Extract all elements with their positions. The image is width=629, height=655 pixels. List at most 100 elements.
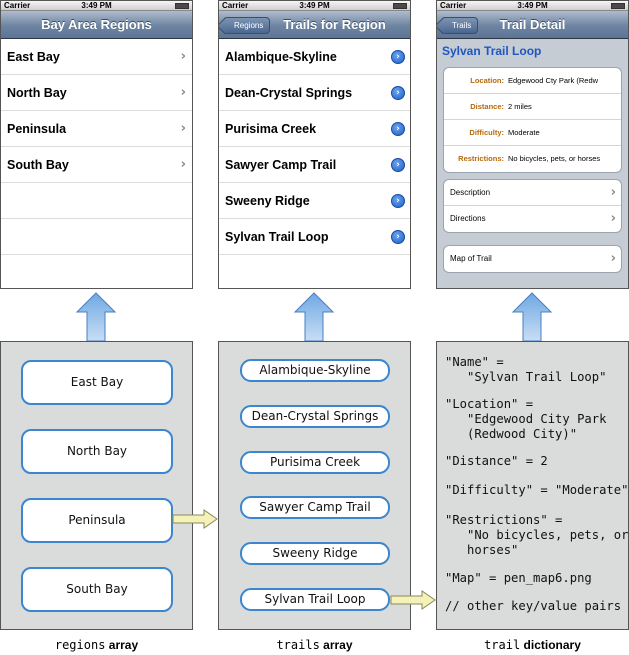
disclosure-button-icon[interactable]: › <box>391 194 405 208</box>
right-arrow-icon <box>390 590 436 610</box>
dictionary-line: "Location" = <box>445 397 534 411</box>
clock: 3:49 PM <box>299 1 330 10</box>
row-label: Sawyer Camp Trail <box>225 158 337 172</box>
trail-item: Sylvan Trail Loop <box>240 588 390 611</box>
trails-screen: Carrier 3:49 PM Regions Trails for Regio… <box>218 0 411 289</box>
row-label: Sweeny Ridge <box>225 194 310 208</box>
up-arrow-icon <box>512 292 552 342</box>
status-bar: Carrier 3:49 PM <box>1 1 192 11</box>
up-arrow-icon <box>76 292 116 342</box>
row-label: North Bay <box>7 86 67 100</box>
disclosure-button-icon[interactable]: › <box>391 122 405 136</box>
empty-row <box>219 255 410 288</box>
regions-array-panel: East Bay North Bay Peninsula South Bay <box>0 341 193 630</box>
trail-row[interactable]: Sawyer Camp Trail › <box>219 147 410 183</box>
dictionary-line: "Edgewood City Park <box>445 412 607 426</box>
row-label: Directions <box>450 214 486 223</box>
caption-trail-dictionary: trail dictionary <box>436 638 629 652</box>
battery-icon <box>611 3 625 9</box>
row-label: Dean-Crystal Springs <box>225 86 353 100</box>
chevron-right-icon: › <box>610 211 616 226</box>
row-label: South Bay <box>7 158 69 172</box>
difficulty-row: Difficulty: Moderate <box>444 120 621 146</box>
dictionary-line: "No bicycles, pets, or <box>445 528 629 542</box>
caption-type: dictionary <box>523 638 581 652</box>
trail-row[interactable]: Alambique-Skyline› <box>219 39 410 75</box>
page-title: Trails for Region <box>283 17 386 32</box>
disclosure-button-icon[interactable]: › <box>391 158 405 172</box>
chevron-right-icon: › <box>180 157 186 172</box>
row-label: Description <box>450 188 491 197</box>
field-value: 2 miles <box>508 102 532 111</box>
trail-name-heading: Sylvan Trail Loop <box>442 44 542 58</box>
trail-item: Alambique-Skyline <box>240 359 390 382</box>
caption-regions-array: regions array <box>0 638 193 652</box>
navigation-bar: Trails Trail Detail <box>437 11 628 39</box>
clock: 3:49 PM <box>517 1 548 10</box>
dictionary-line: "Distance" = 2 <box>445 454 548 468</box>
chevron-right-icon: › <box>180 85 186 100</box>
dictionary-line: "Name" = <box>445 355 504 369</box>
trail-dictionary-panel: "Name" = "Sylvan Trail Loop" "Location" … <box>436 341 629 630</box>
trail-item: Purisima Creek <box>240 451 390 474</box>
region-row-east-bay[interactable]: East Bay › <box>1 39 192 75</box>
distance-row: Distance: 2 miles <box>444 94 621 120</box>
field-key: Restrictions: <box>458 154 504 163</box>
chevron-right-icon: › <box>610 251 616 266</box>
up-arrow-icon <box>294 292 334 342</box>
description-row[interactable]: Description› <box>444 180 621 206</box>
region-item: East Bay <box>21 360 173 405</box>
carrier-label: Carrier <box>4 1 31 10</box>
carrier-label: Carrier <box>440 1 467 10</box>
disclosure-button-icon[interactable]: › <box>391 230 405 244</box>
row-label: Peninsula <box>7 122 67 136</box>
chevron-right-icon: › <box>180 49 186 64</box>
map-of-trail-row[interactable]: Map of Trail › <box>444 246 621 272</box>
caption-variable: trail <box>484 638 521 652</box>
field-key: Distance: <box>470 102 504 111</box>
right-arrow-icon <box>172 509 218 529</box>
page-title: Bay Area Regions <box>41 17 152 32</box>
caption-type: array <box>108 638 139 652</box>
dictionary-line: "Difficulty" = "Moderate" <box>445 483 629 497</box>
back-button[interactable]: Regions <box>223 17 271 34</box>
battery-icon <box>393 3 407 9</box>
trail-row[interactable]: Dean-Crystal Springs › <box>219 75 410 111</box>
region-row-south-bay[interactable]: South Bay › <box>1 147 192 183</box>
clock: 3:49 PM <box>81 1 112 10</box>
row-label: East Bay <box>7 50 60 64</box>
chevron-right-icon: › <box>180 121 186 136</box>
trail-item: Dean-Crystal Springs <box>240 405 390 428</box>
back-button[interactable]: Trails <box>441 17 479 34</box>
dictionary-line: horses" <box>445 543 519 557</box>
row-label: Sylvan Trail Loop <box>225 230 329 244</box>
navigation-bar: Bay Area Regions <box>1 11 192 39</box>
region-item: South Bay <box>21 567 173 612</box>
region-row-north-bay[interactable]: North Bay › <box>1 75 192 111</box>
status-bar: Carrier 3:49 PM <box>437 1 628 11</box>
dictionary-line: "Map" = pen_map6.png <box>445 571 592 585</box>
trail-row[interactable]: Sylvan Trail Loop › <box>219 219 410 255</box>
trail-row[interactable]: Sweeny Ridge › <box>219 183 410 219</box>
row-label: Map of Trail <box>450 254 492 263</box>
disclosure-button-icon[interactable]: › <box>391 86 405 100</box>
carrier-label: Carrier <box>222 1 249 10</box>
field-key: Difficulty: <box>469 128 504 137</box>
back-button-label: Trails <box>452 21 472 30</box>
empty-row <box>1 219 192 255</box>
directions-row[interactable]: Directions › <box>444 206 621 232</box>
trail-links-group: Description› Directions › <box>443 179 622 233</box>
status-bar: Carrier 3:49 PM <box>219 1 410 11</box>
region-row-peninsula[interactable]: Peninsula › <box>1 111 192 147</box>
disclosure-button-icon[interactable]: › <box>391 50 405 64</box>
navigation-bar: Regions Trails for Region <box>219 11 410 39</box>
field-value: Moderate <box>508 128 540 137</box>
caption-type: array <box>323 638 353 652</box>
trail-row[interactable]: Purisima Creek › <box>219 111 410 147</box>
map-group: Map of Trail › <box>443 245 622 273</box>
row-label: Purisima Creek <box>225 122 317 136</box>
restrictions-row: Restrictions:No bicycles, pets, or horse… <box>444 146 621 172</box>
trail-info-group: Location:Edgewood Cty Park (Redw Distanc… <box>443 67 622 173</box>
region-item: North Bay <box>21 429 173 474</box>
regions-screen: Carrier 3:49 PM Bay Area Regions East Ba… <box>0 0 193 289</box>
